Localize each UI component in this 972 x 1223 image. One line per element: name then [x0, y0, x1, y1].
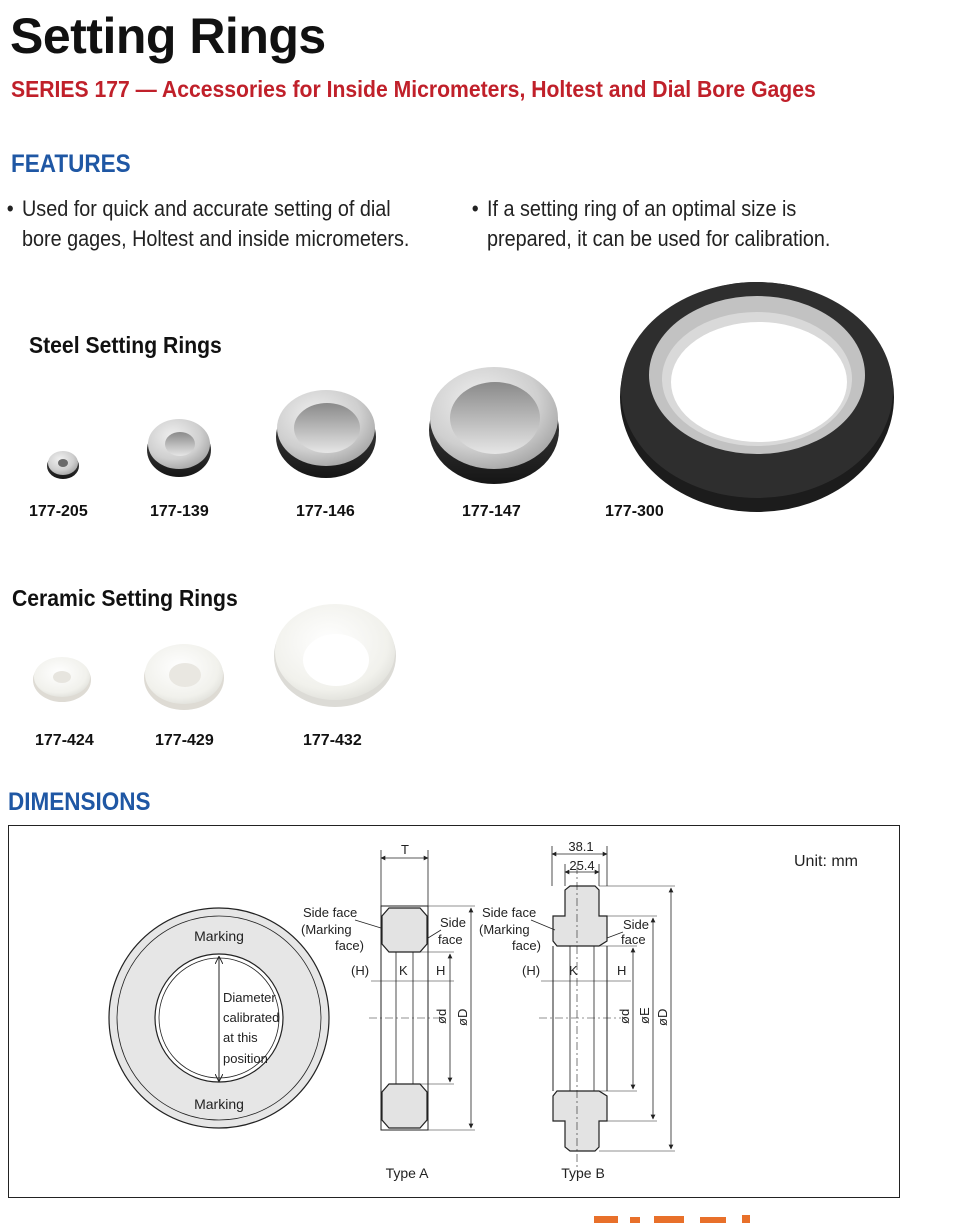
type-b-caption: Type B [561, 1165, 605, 1181]
type-a-d-small: ød [434, 1009, 449, 1024]
type-a-k: K [399, 963, 408, 978]
part-number-177-300: 177-300 [605, 503, 664, 520]
ceramic-rings-heading: Ceramic Setting Rings [12, 585, 238, 611]
feature-bullet-2-line2: prepared, it can be used for calibration… [487, 226, 831, 251]
type-a-section: T Side face (Marking face) Side face (H)… [301, 842, 475, 1181]
dimensions-heading: DIMENSIONS [8, 788, 151, 816]
type-a-side-face-2: face [438, 932, 463, 947]
type-b-k: K [569, 963, 578, 978]
type-a-d-big: øD [455, 1009, 470, 1026]
ring-front-view: Marking Marking Diameter calibrated at t… [108, 907, 330, 1129]
type-b-d-mid: øE [637, 1007, 652, 1024]
bullet-dot: • [6, 196, 14, 221]
type-b-d-big: øD [655, 1009, 670, 1026]
part-number-177-147: 177-147 [462, 503, 521, 520]
page-subtitle: SERIES 177 — Accessories for Inside Micr… [11, 76, 816, 102]
steel-rings-heading: Steel Setting Rings [29, 332, 222, 358]
part-number-177-429: 177-429 [155, 732, 214, 749]
page-title: Setting Rings [10, 8, 326, 64]
feature-bullet-2: • If a setting ring of an optimal size i… [472, 194, 831, 254]
bullet-dot: • [471, 196, 479, 221]
unit-label: Unit: mm [794, 853, 858, 870]
marking-label-bottom: Marking [194, 1096, 244, 1112]
type-b-dim-outer: 38.1 [568, 839, 593, 854]
feature-bullet-2-line1: If a setting ring of an optimal size is [487, 196, 797, 221]
part-number-177-146: 177-146 [296, 503, 355, 520]
ring-photo-177-146 [276, 390, 376, 478]
type-a-side-face-marking-1: Side face [303, 905, 357, 920]
ring-photo-177-139 [147, 419, 211, 477]
ring-photo-177-205 [47, 451, 79, 479]
part-number-177-205: 177-205 [29, 503, 88, 520]
type-a-side-face-marking-3: face) [335, 938, 364, 953]
type-b-side-face-marking-1: Side face [482, 905, 536, 920]
ring-photo-177-429 [144, 644, 224, 710]
type-b-side-face-1: Side [623, 917, 649, 932]
type-a-h-right: H [436, 963, 445, 978]
type-a-t-label: T [401, 842, 409, 857]
type-a-caption: Type A [386, 1165, 429, 1181]
ring-photo-177-424 [33, 657, 91, 702]
ring-photo-177-432 [274, 604, 396, 707]
feature-bullet-1-line1: Used for quick and accurate setting of d… [22, 196, 391, 221]
type-a-side-face-1: Side [440, 915, 466, 930]
type-b-d-small: ød [617, 1009, 632, 1024]
feature-bullet-1-line2: bore gages, Holtest and inside micromete… [22, 226, 410, 251]
marking-label-top: Marking [194, 928, 244, 944]
diameter-note-line3: at this [223, 1030, 258, 1045]
part-number-177-432: 177-432 [303, 732, 362, 749]
type-a-side-face-marking-2: (Marking [301, 922, 352, 937]
footer-cropped-logo [594, 1215, 750, 1223]
type-b-h-left: (H) [522, 963, 540, 978]
dimensions-diagram: Unit: mm Marking Marking Diameter calibr… [108, 839, 858, 1181]
part-number-177-139: 177-139 [150, 503, 209, 520]
diameter-note-line1: Diameter [223, 990, 276, 1005]
type-b-h-right: H [617, 963, 626, 978]
type-b-section: 38.1 25.4 Side face (Marking face) Side … [479, 839, 675, 1181]
features-heading: FEATURES [11, 150, 131, 178]
type-b-side-face-marking-3: face) [512, 938, 541, 953]
part-number-177-424: 177-424 [35, 732, 94, 749]
ring-photo-177-300 [620, 282, 894, 512]
type-b-dim-inner: 25.4 [569, 858, 594, 873]
dimensions-diagram-frame: Unit: mm Marking Marking Diameter calibr… [8, 825, 900, 1198]
ceramic-rings-photos [33, 604, 396, 710]
steel-rings-photos [47, 282, 894, 512]
ring-photo-177-147 [429, 367, 559, 484]
diameter-note-line2: calibrated [223, 1010, 279, 1025]
diameter-note-line4: position [223, 1051, 268, 1066]
feature-bullet-1: • Used for quick and accurate setting of… [7, 194, 410, 254]
type-b-side-face-marking-2: (Marking [479, 922, 530, 937]
type-a-h-left: (H) [351, 963, 369, 978]
type-b-side-face-2: face [621, 932, 646, 947]
